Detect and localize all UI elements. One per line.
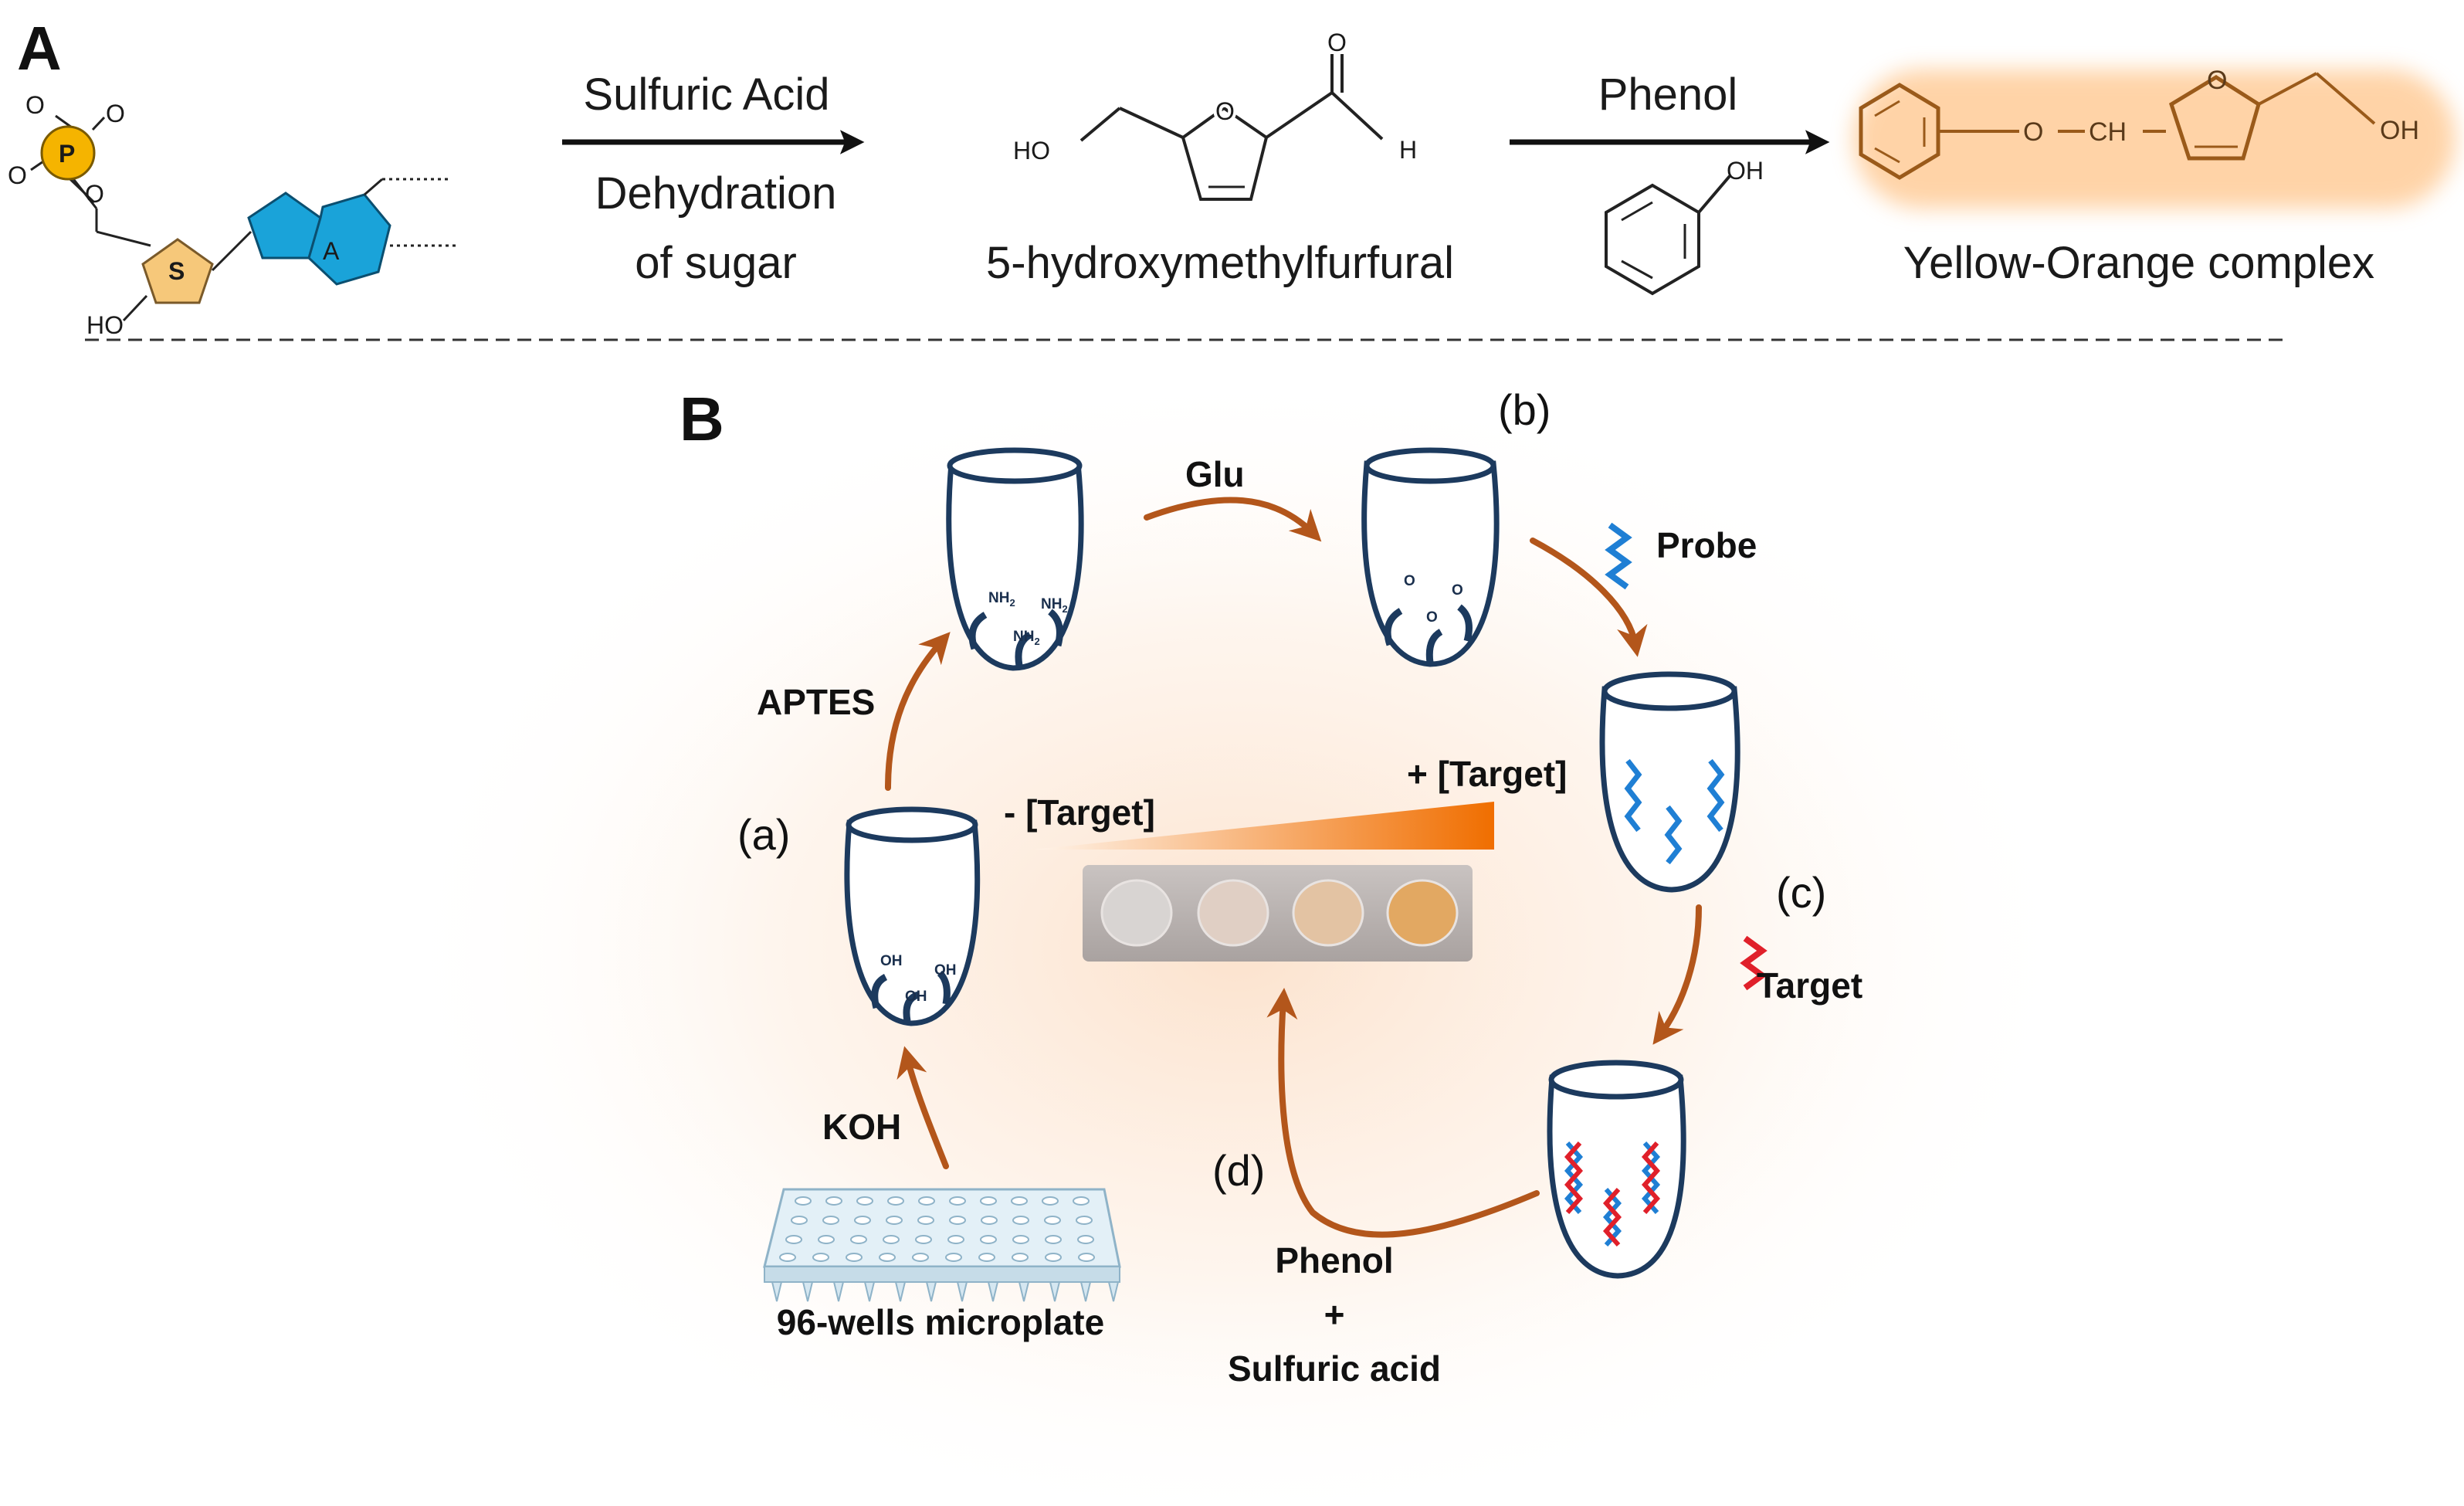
gradient-low-label: - [Target] — [1004, 792, 1155, 833]
arrow-probe — [1530, 538, 1648, 657]
arrow-target — [1652, 904, 1702, 1045]
step1-reagent: Sulfuric Acid — [583, 70, 829, 120]
step-d-label: (d) — [1212, 1146, 1265, 1195]
step2-arrow-group: Phenol OH — [1510, 70, 1830, 296]
step1-process-line1: Dehydration — [595, 168, 837, 219]
hmf-structure: O O O HO H 5-hydroxymethylfurfural — [986, 29, 1454, 288]
colorimetric-result-photo — [1083, 865, 1473, 962]
product-ring-oxygen: O — [2207, 66, 2227, 95]
tube-b-cho-3: O — [1452, 582, 1463, 599]
step-b-label: (b) — [1498, 385, 1551, 434]
tube-b-cho-2: O — [1426, 609, 1438, 626]
panel-b-letter: B — [680, 385, 724, 453]
photo-well-2 — [1197, 879, 1269, 947]
phosphate-label: P — [59, 140, 75, 168]
hmf-name: 5-hydroxymethylfurfural — [986, 238, 1454, 288]
base-pentagon — [247, 192, 322, 259]
concentration-gradient-wedge — [1035, 802, 1494, 850]
hmf-hydroxyl: HO — [1013, 137, 1050, 165]
phenol-oh: OH — [1727, 157, 1764, 185]
reagent-target: Target — [1757, 965, 1862, 1006]
phosphate-circle — [40, 125, 96, 181]
product-oh: OH — [2380, 116, 2419, 145]
tube-a-oh-2: OH — [905, 989, 927, 1005]
product-structure: O CH O OH Yellow-Orange complex — [1853, 66, 2456, 288]
arrow-koh — [896, 1046, 949, 1169]
tube-hydroxyl: OH OH OH — [844, 806, 981, 1026]
reagent-glu: Glu — [1185, 454, 1245, 494]
arrow-glu — [1144, 497, 1322, 542]
nucleotide-oxygen-3: O — [8, 161, 27, 189]
panel-b: B OH OH OH (a) NH2 NH2 NH2 O O O — [386, 363, 2085, 1506]
nucleotide-oxygen-2: O — [106, 100, 125, 127]
reagent-koh: KOH — [822, 1107, 901, 1147]
photo-well-1 — [1100, 879, 1173, 947]
panel-a: A O O O O P S HO A — [8, 14, 2456, 341]
tube-a-oh-3: OH — [934, 962, 957, 979]
product-name: Yellow-Orange complex — [1903, 238, 2374, 288]
reagent-sulfuric: Sulfuric acid — [1228, 1348, 1441, 1389]
panel-a-letter: A — [17, 14, 62, 83]
nucleotide-oxygen-1: O — [25, 91, 45, 119]
product-ch: CH — [2089, 117, 2127, 147]
nucleotide-oxygen-4: O — [85, 180, 104, 208]
sugar-label: S — [168, 257, 185, 285]
nucleotide-hydroxyl: HO — [86, 311, 124, 339]
tube-probe — [1599, 671, 1740, 893]
hmf-ring-oxygen: O — [1215, 97, 1235, 125]
tube-amine-nh2-1: NH2 — [988, 590, 1015, 609]
step1-process-line2: of sugar — [635, 238, 797, 288]
base-label: A — [323, 237, 340, 265]
hmf-aldehyde-oxygen: O — [1327, 29, 1347, 56]
microplate-label: 96-wells microplate — [777, 1302, 1104, 1342]
tube-amine-nh2-3: NH2 — [1041, 596, 1068, 615]
reagent-phenol: Phenol — [1275, 1240, 1393, 1280]
hmf-hydrogen: H — [1399, 136, 1417, 164]
product-ether-oxygen: O — [2023, 117, 2043, 147]
photo-well-4 — [1386, 879, 1459, 947]
step2-reagent: Phenol — [1598, 70, 1738, 120]
phenol-structure: OH — [1605, 157, 1764, 296]
tube-b-cho-1: O — [1404, 573, 1415, 589]
sugar-pentagon — [141, 238, 214, 304]
step-c-label: (c) — [1776, 868, 1826, 917]
nucleotide-structure: O O O O P S HO A — [8, 91, 456, 339]
tube-amine-nh2-2: NH2 — [1013, 629, 1040, 647]
hmf-ring-oxygen-text: O — [1215, 97, 1235, 125]
arrow-aptes — [885, 632, 951, 791]
reagent-probe: Probe — [1656, 525, 1757, 565]
reagent-plus: + — [1324, 1294, 1345, 1335]
tube-a-oh-1: OH — [880, 953, 903, 969]
step1-arrow-group: Sulfuric Acid Dehydration of sugar — [562, 70, 865, 288]
tube-aldehyde: O O O — [1361, 447, 1500, 667]
arrow-detection — [1266, 988, 1540, 1238]
base-hexagon — [307, 193, 391, 286]
tube-amine: NH2 NH2 NH2 — [946, 447, 1084, 671]
gradient-high-label: + [Target] — [1407, 754, 1567, 794]
target-strand-icon — [1740, 935, 1768, 991]
tube-hybrid — [1547, 1060, 1686, 1279]
step-a-label: (a) — [737, 810, 790, 859]
microplate-image — [763, 1188, 1121, 1302]
reagent-aptes: APTES — [757, 682, 875, 722]
photo-well-3 — [1292, 879, 1364, 947]
probe-strand-icon — [1605, 522, 1632, 590]
